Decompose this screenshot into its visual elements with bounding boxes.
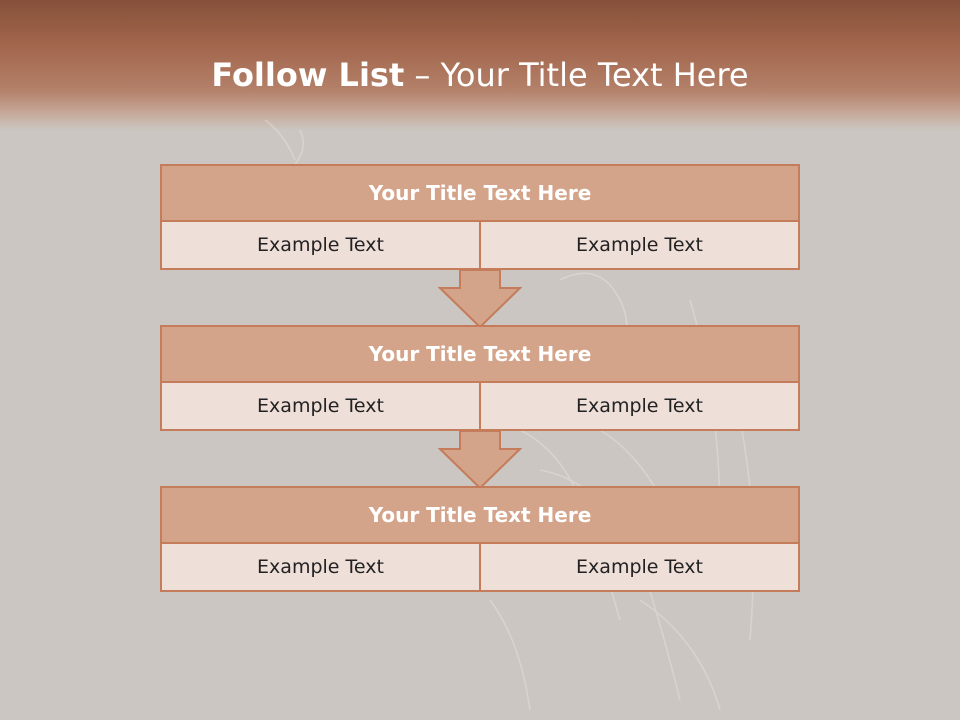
title-banner bbox=[0, 0, 960, 130]
page-title-bold: Follow List bbox=[211, 56, 405, 94]
page-title-rest: – Your Title Text Here bbox=[404, 56, 749, 94]
down-arrow-icon bbox=[438, 431, 522, 489]
page-title: Follow List – Your Title Text Here bbox=[0, 55, 960, 95]
block-title: Your Title Text Here bbox=[162, 166, 798, 222]
block-row: Example Text Example Text bbox=[162, 544, 798, 590]
block-cell-left: Example Text bbox=[162, 383, 479, 429]
block-row: Example Text Example Text bbox=[162, 383, 798, 429]
block-title: Your Title Text Here bbox=[162, 327, 798, 383]
down-arrow-icon bbox=[438, 270, 522, 328]
block-row: Example Text Example Text bbox=[162, 222, 798, 268]
follow-list-block-1: Your Title Text Here Example Text Exampl… bbox=[160, 164, 800, 270]
block-title: Your Title Text Here bbox=[162, 488, 798, 544]
block-cell-left: Example Text bbox=[162, 544, 479, 590]
block-cell-right: Example Text bbox=[479, 222, 798, 268]
block-cell-left: Example Text bbox=[162, 222, 479, 268]
block-cell-right: Example Text bbox=[479, 383, 798, 429]
follow-list-block-2: Your Title Text Here Example Text Exampl… bbox=[160, 325, 800, 431]
block-cell-right: Example Text bbox=[479, 544, 798, 590]
follow-list-block-3: Your Title Text Here Example Text Exampl… bbox=[160, 486, 800, 592]
